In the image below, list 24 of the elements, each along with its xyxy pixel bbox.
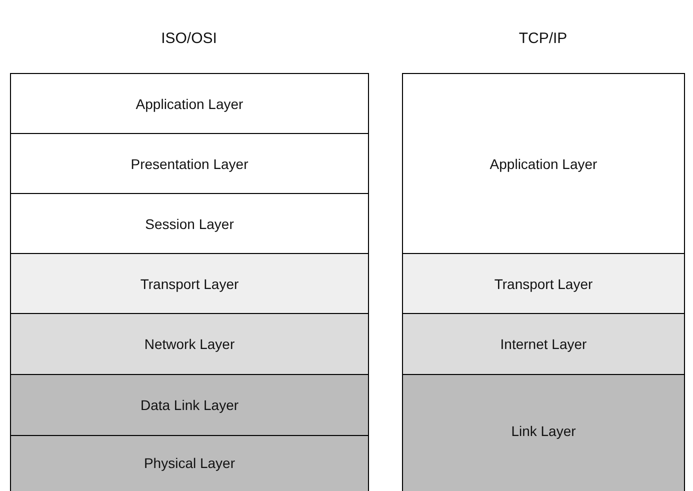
layer-box	[10, 435, 369, 491]
layer-box	[10, 374, 369, 436]
layer-name: Link Layer	[511, 422, 576, 438]
column-heading: ISO/OSI	[161, 30, 217, 47]
layer-box	[10, 193, 369, 254]
layer-box	[402, 313, 685, 375]
layer-box	[10, 313, 369, 375]
layer-name: Physical Layer	[144, 455, 236, 471]
layer-name: Presentation Layer	[130, 156, 248, 172]
layer-name: Session Layer	[145, 216, 234, 232]
layer-name: Transport Layer	[140, 276, 239, 292]
layer-name: Application Layer	[136, 96, 244, 112]
layer-box	[402, 73, 685, 254]
layer-name: Data Link Layer	[140, 397, 239, 413]
layer-name: Application Layer	[490, 156, 598, 172]
column-heading: TCP/IP	[518, 30, 568, 47]
layer-box	[10, 133, 369, 194]
layer-name: Transport Layer	[494, 276, 593, 292]
layer-box	[10, 253, 369, 314]
layer-name: Internet Layer	[500, 336, 587, 352]
layer-box	[402, 374, 685, 491]
layer-box	[402, 253, 685, 314]
layer-name: Network Layer	[144, 336, 235, 352]
layer-box	[10, 73, 369, 134]
